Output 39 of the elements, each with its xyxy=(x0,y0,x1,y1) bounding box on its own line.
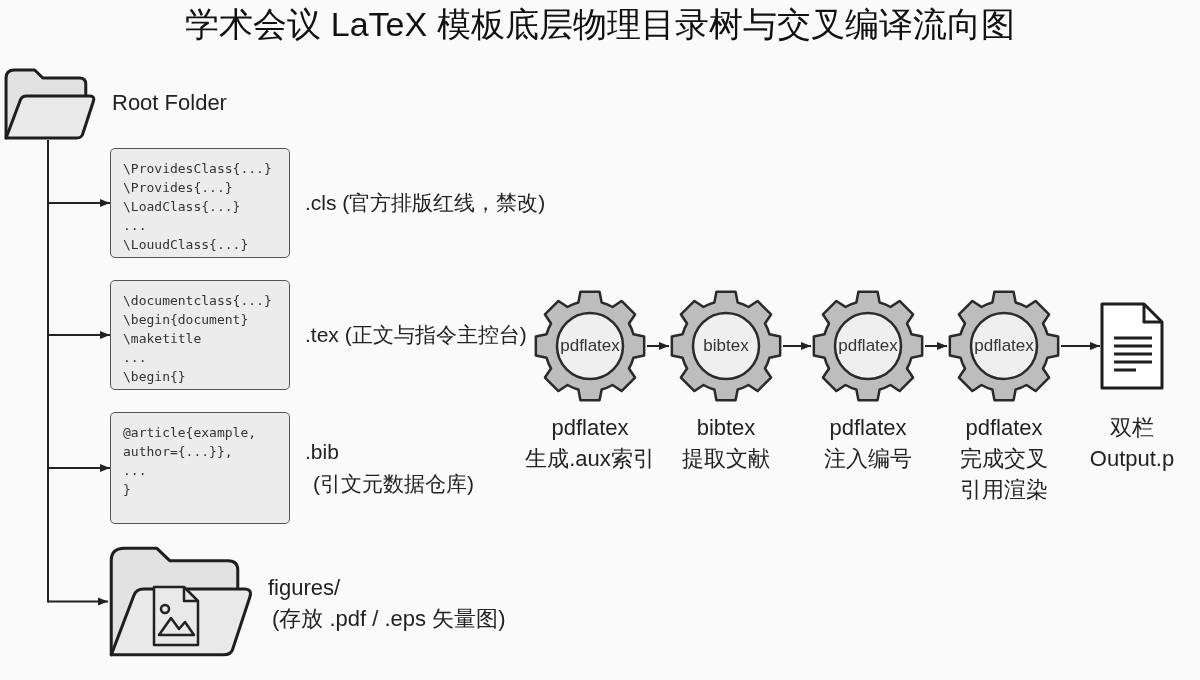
arrow xyxy=(47,199,111,207)
output-caption: 双栏 xyxy=(1110,414,1154,442)
gear xyxy=(669,289,783,403)
code-box: @article{example, author={...}}, ... } xyxy=(110,412,290,524)
folder-name: figures/ xyxy=(268,574,341,602)
folder-name: Root Folder xyxy=(112,89,227,117)
arrow xyxy=(1060,342,1101,350)
document-icon xyxy=(1100,302,1164,390)
step-caption: bibtex xyxy=(696,414,756,442)
step-caption: pdflatex xyxy=(965,414,1043,442)
step-caption: pdflatex xyxy=(829,414,907,442)
gear xyxy=(533,289,647,403)
step-caption: pdflatex xyxy=(551,414,629,442)
step-caption: 注入编号 xyxy=(824,445,912,473)
gear-label: pdflatex xyxy=(560,335,620,357)
arrow xyxy=(47,464,111,472)
arrow xyxy=(47,331,111,339)
step-caption: 生成.aux索引 xyxy=(525,445,655,473)
gear-label: pdflatex xyxy=(838,335,898,357)
code-box: \documentclass{...} \begin{document} \maketitle ... \begin{} xyxy=(110,280,290,390)
arrow xyxy=(924,342,948,350)
file-description: (引文元数据仓库) xyxy=(313,471,474,497)
title: 学术会议 LaTeX 模板底层物理目录树与交叉编译流向图 xyxy=(185,4,1015,45)
folder-description: (存放 .pdf / .eps 矢量图) xyxy=(272,605,506,633)
connector-line xyxy=(47,139,49,604)
file-description: .cls (官方排版红线，禁改) xyxy=(305,190,546,216)
gear xyxy=(947,289,1061,403)
code-box: \ProvidesClass{...} \Provides{...} \LoadClass{...} ... \LouudClass{...} xyxy=(110,148,290,258)
step-caption: 提取文献 xyxy=(682,445,770,473)
arrow xyxy=(47,597,109,606)
arrow xyxy=(782,342,812,350)
output-caption: Output.p xyxy=(1089,445,1175,473)
file-description: .bib xyxy=(305,439,339,465)
arrow xyxy=(646,342,670,350)
file-description: .tex (正文与指令主控台) xyxy=(305,322,527,348)
gear xyxy=(811,289,925,403)
gear-label: pdflatex xyxy=(974,335,1034,357)
gear-label: bibtex xyxy=(703,335,749,357)
step-caption: 完成交叉引用渲染 xyxy=(959,445,1049,504)
